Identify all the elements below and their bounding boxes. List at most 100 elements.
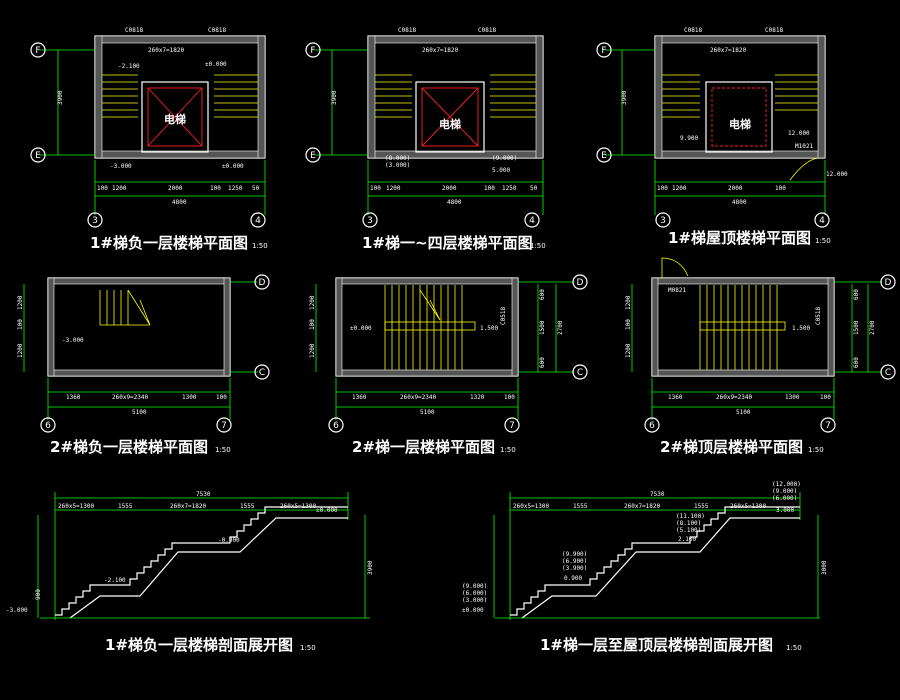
p2-title: 1#梯一~四层楼梯平面图	[362, 234, 533, 252]
elevator-label-2: 电梯	[439, 117, 461, 131]
p2-axis-E: E	[310, 151, 316, 161]
s2-title: 1#梯一层至屋顶层楼梯剖面展开图	[540, 636, 773, 654]
p2-bot-0: 100	[370, 185, 381, 192]
p6-total: 5100	[736, 409, 751, 416]
p1-bot-3: 100	[210, 185, 221, 192]
s1-lv4: -3.000	[6, 607, 28, 614]
p1-level-4: ±0.000	[205, 61, 227, 68]
s2-height: 3000	[821, 560, 828, 575]
p5-left-2: 1200	[309, 343, 316, 358]
s1-top-0: 260x5=1300	[58, 503, 95, 510]
plan-1: 电梯 C0818 C0818 260x7=1820 -2.100 -3.000 …	[30, 27, 268, 252]
plan-6: M0821 1.500 C0518 1360 260x9=2340 1300 1…	[625, 257, 896, 456]
s2-mid-lv-2: (5.100)	[676, 527, 701, 534]
p5-window: C0518	[500, 307, 507, 325]
p1-title: 1#梯负一层楼梯平面图	[90, 234, 248, 252]
p3-door: M1021	[795, 143, 813, 150]
s2-scale: 1:50	[786, 644, 802, 652]
section-2: 7530 260x5=1300 1555 260x7=1820 1555 260…	[462, 481, 828, 654]
p6-left-0: 1200	[625, 295, 632, 310]
s1-lv3: -2.100	[104, 577, 126, 584]
p5-total: 5100	[420, 409, 435, 416]
p3-window-1: C0818	[684, 27, 702, 34]
p5-scale: 1:50	[500, 446, 516, 454]
p6-door: M0821	[668, 287, 686, 294]
p3-bot-0: 100	[657, 185, 668, 192]
p6-right-0: 600	[853, 289, 860, 300]
p5-right-total: 2700	[557, 320, 564, 335]
p5-right-2: 600	[539, 357, 546, 368]
p1-left: 3900	[57, 90, 64, 105]
p6-right-total: 2700	[869, 320, 876, 335]
p1-window-1: C0818	[125, 27, 143, 34]
p6-axis-D: D	[885, 278, 892, 288]
p2-level-4: 5.000	[492, 167, 510, 174]
p6-level: 1.500	[792, 325, 810, 332]
p5-bot-2: 1320	[470, 394, 485, 401]
s2-mid-lv-1: (8.100)	[676, 520, 701, 527]
p2-window-2: C0818	[478, 27, 496, 34]
p3-axis-3: 3	[660, 216, 666, 226]
p5-level-2: 1.500	[480, 325, 498, 332]
p2-level-2: (3.000)	[385, 162, 410, 169]
p2-level-3: (9.000)	[492, 155, 517, 162]
s1-scale: 1:50	[300, 644, 316, 652]
p1-total: 4800	[172, 199, 187, 206]
s2-total: 7530	[650, 491, 665, 498]
p5-bot-1: 260x9=2340	[400, 394, 437, 401]
s1-top-3: 1555	[240, 503, 255, 510]
s1-total: 7530	[196, 491, 211, 498]
s2-mid-lv-3: 2.100	[678, 536, 696, 543]
p1-axis-4: 4	[255, 216, 261, 226]
s1-top-1: 1555	[118, 503, 133, 510]
p5-bot-3: 100	[504, 394, 515, 401]
s1-lv2: -0.900	[218, 537, 240, 544]
p4-left-2: 1200	[17, 343, 24, 358]
p2-left: 3900	[331, 90, 338, 105]
p4-axis-C: C	[259, 368, 265, 378]
p6-scale: 1:50	[808, 446, 824, 454]
p3-bot-1: 1200	[672, 185, 687, 192]
p3-window-2: C0818	[765, 27, 783, 34]
s2-bot-lv-3: ±0.000	[462, 607, 484, 614]
elevator-label-3: 电梯	[729, 117, 751, 131]
p6-right-1: 1500	[853, 320, 860, 335]
p1-scale: 1:50	[252, 242, 268, 250]
p4-bot-0: 1360	[66, 394, 81, 401]
p6-window: C0518	[815, 307, 822, 325]
p5-axis-7: 7	[509, 421, 515, 431]
s2-low-lv-0: (9.900)	[562, 551, 587, 558]
s2-bot-lv-1: (6.000)	[462, 590, 487, 597]
section-1: 7530 260x5=1300 1555 260x7=1820 1555 260…	[6, 491, 374, 654]
p3-axis-F: F	[601, 46, 606, 56]
p3-steps: 260x7=1820	[710, 47, 747, 54]
plan-2: 电梯 C0818 C0818 260x7=1820 (8.000) (3.000…	[305, 27, 546, 252]
p2-axis-3: 3	[367, 216, 373, 226]
s2-low-lv-2: (3.900)	[562, 565, 587, 572]
p4-level: -3.000	[62, 337, 84, 344]
s2-top-2: 260x7=1820	[624, 503, 661, 510]
p3-total: 4800	[732, 199, 747, 206]
s1-h0: 900	[35, 589, 42, 600]
s2-top-lv-2: (6.000)	[772, 495, 797, 502]
s2-mid-lv-0: (11.100)	[676, 513, 705, 520]
p3-level-1: 9.900	[680, 135, 698, 142]
p3-axis-4: 4	[819, 216, 825, 226]
p4-title: 2#梯负一层楼梯平面图	[50, 438, 208, 456]
p5-left-1: 100	[309, 319, 316, 330]
p2-scale: 1:50	[530, 242, 546, 250]
p6-bot-3: 100	[820, 394, 831, 401]
p5-axis-C: C	[577, 368, 583, 378]
s2-top-0: 260x5=1300	[513, 503, 550, 510]
p2-axis-4: 4	[529, 216, 535, 226]
p5-right-1: 1500	[539, 320, 546, 335]
p5-axis-D: D	[577, 278, 584, 288]
p6-left-2: 1200	[625, 343, 632, 358]
p3-bot-3: 100	[775, 185, 786, 192]
p2-bot-5: 50	[530, 185, 538, 192]
p4-scale: 1:50	[215, 446, 231, 454]
p3-level-3: 12.000	[826, 171, 848, 178]
p1-level-3: ±0.000	[222, 163, 244, 170]
p1-axis-3: 3	[92, 216, 98, 226]
